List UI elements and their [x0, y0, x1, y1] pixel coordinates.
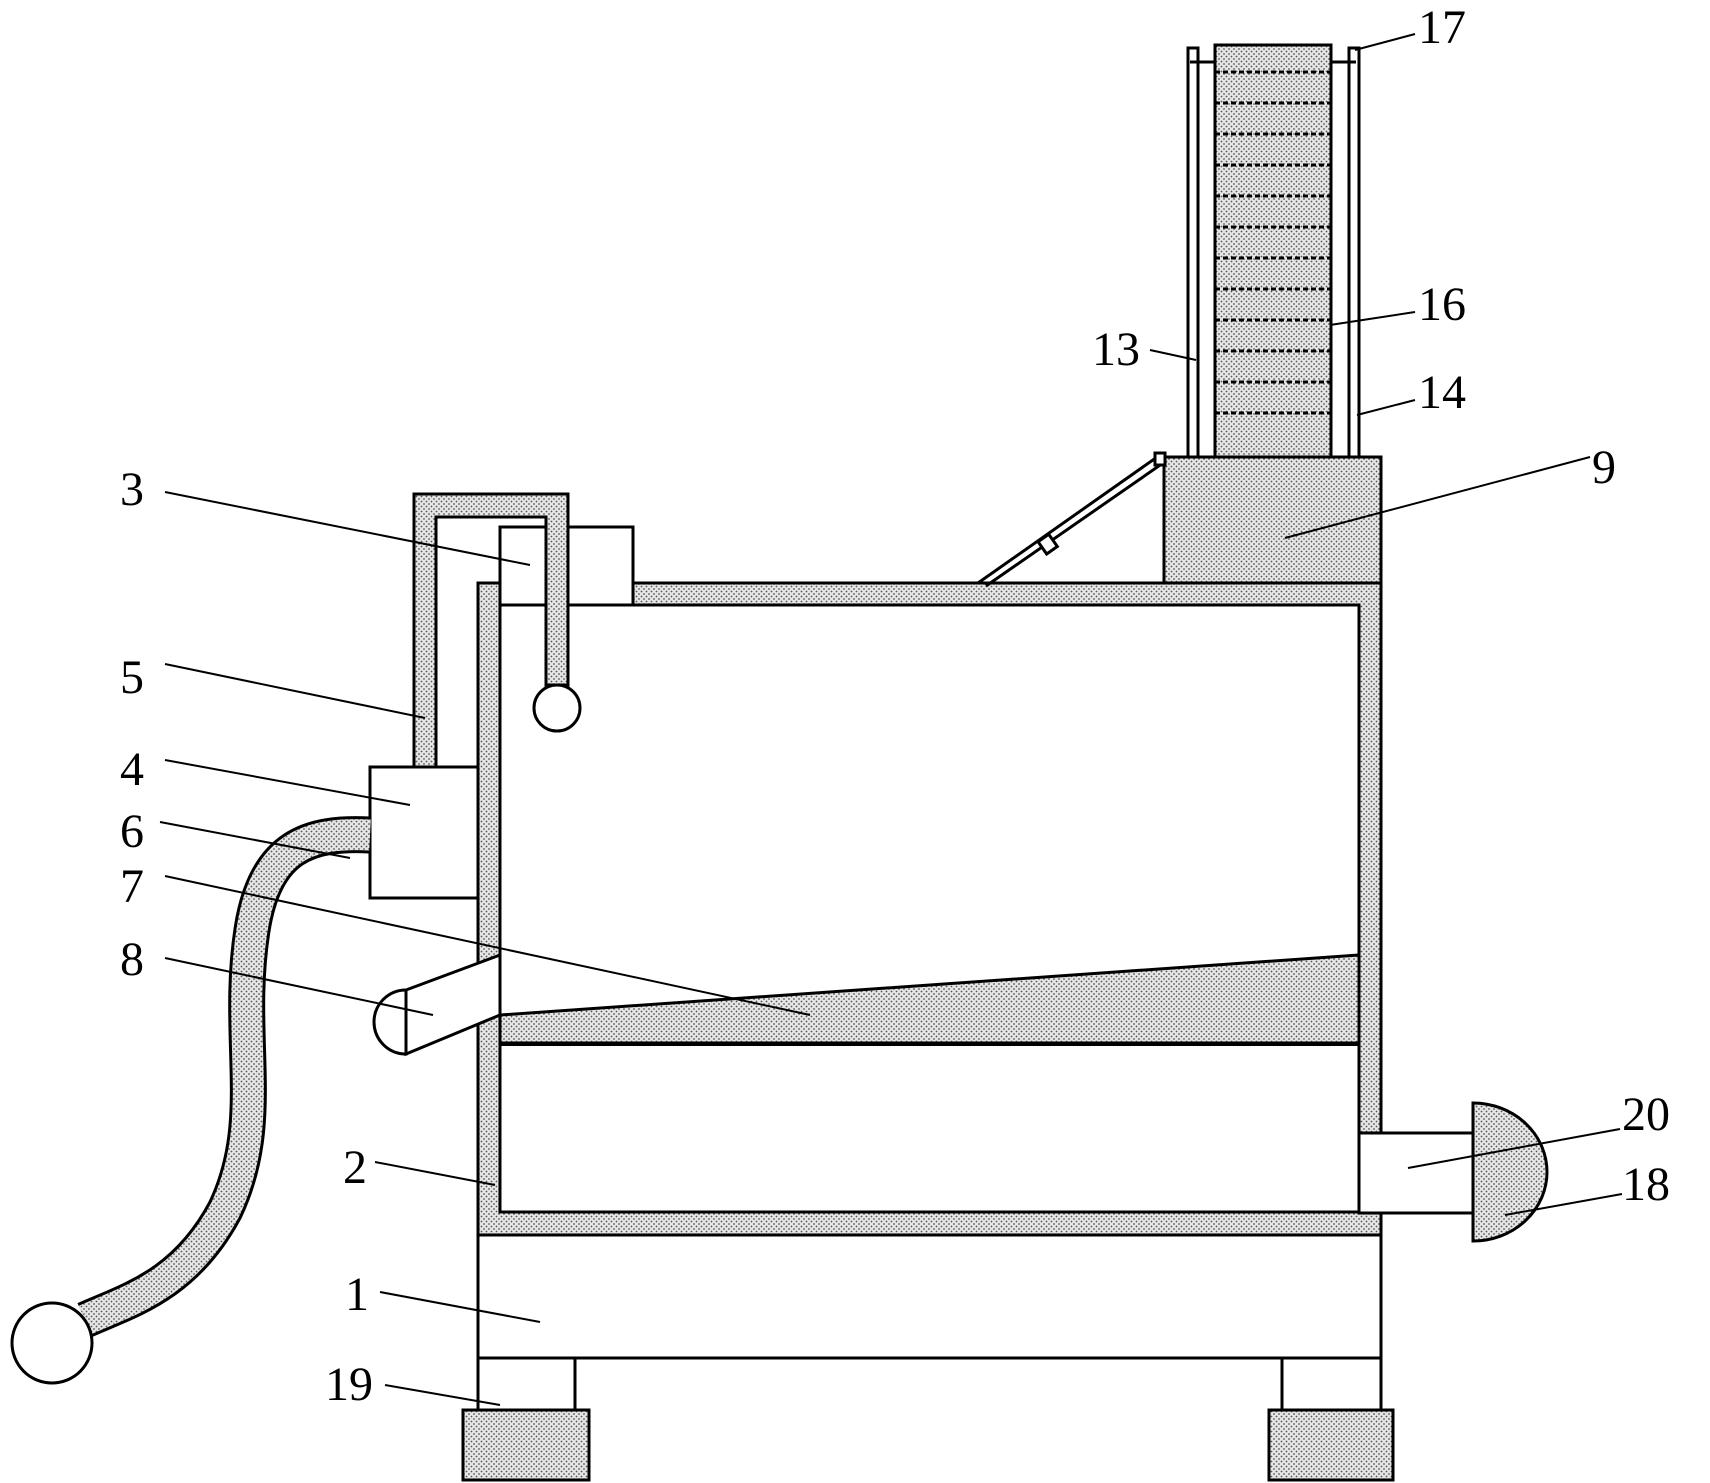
feed-hopper	[1162, 455, 1383, 585]
spring-coils	[1215, 70, 1331, 415]
label-7: 7	[120, 860, 144, 913]
base-frame	[476, 1233, 1383, 1412]
label-18: 18	[1622, 1158, 1670, 1211]
outlet-cap	[1471, 1101, 1549, 1243]
label-9: 9	[1592, 441, 1616, 494]
label-8: 8	[120, 933, 144, 986]
label-4: 4	[120, 743, 144, 796]
leader-lines	[159, 33, 1623, 1406]
label-5: 5	[120, 651, 144, 704]
spray-head	[532, 683, 582, 733]
screw-column	[1213, 43, 1333, 459]
discharge-pipe	[372, 952, 502, 1057]
label-13: 13	[1092, 323, 1140, 376]
label-1: 1	[345, 1268, 369, 1321]
water-pipe	[412, 492, 570, 769]
tank-wall	[476, 581, 1383, 1237]
hinged-lid	[977, 451, 1167, 588]
part-labels: 3 5 4 6 7 8 9 13 14 16 17 20 18 2 1 19	[120, 1, 1670, 1411]
outlet-pipe	[1357, 1131, 1475, 1215]
pump	[368, 765, 480, 900]
label-17: 17	[1418, 1, 1466, 54]
feet	[461, 1408, 1395, 1482]
suction-hose	[77, 816, 371, 1337]
hose-inlet	[10, 1301, 94, 1385]
label-20: 20	[1622, 1088, 1670, 1141]
inclined-plate	[498, 953, 1361, 1045]
label-19: 19	[325, 1358, 373, 1411]
label-16: 16	[1418, 278, 1466, 331]
label-2: 2	[343, 1141, 367, 1194]
label-6: 6	[120, 805, 144, 858]
label-3: 3	[120, 463, 144, 516]
label-14: 14	[1418, 366, 1466, 419]
